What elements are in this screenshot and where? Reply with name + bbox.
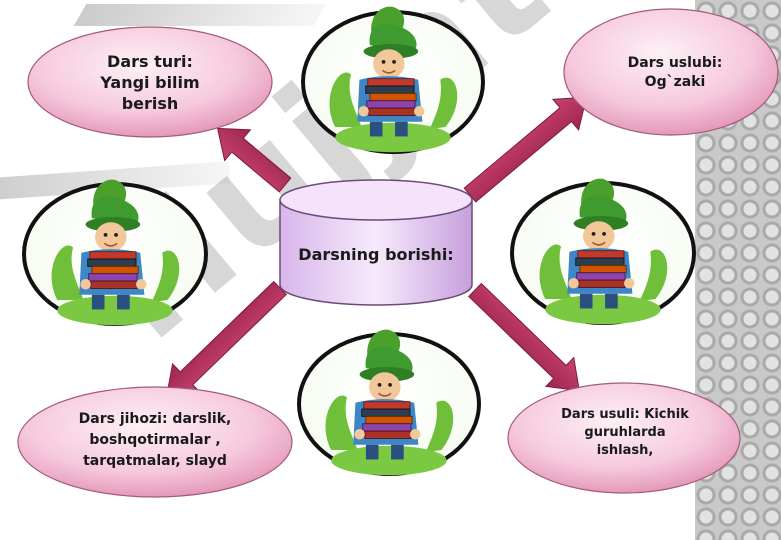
node-type-oval	[27, 26, 273, 138]
node-style-text: Dars uslubi: Og`zaki	[627, 55, 723, 90]
node-equipment-oval	[17, 386, 293, 498]
node-method-oval	[507, 382, 741, 494]
picture-left	[22, 178, 208, 326]
node-type-text: Dars turi: Yangi bilim berish	[100, 52, 200, 113]
node-method-label: Dars usuli: Kichik guruhlarda ishlash,	[530, 405, 720, 461]
arrow-to-method	[468, 282, 580, 392]
node-method-text: Dars usuli: Kichik guruhlarda ishlash,	[561, 407, 689, 458]
arrow-to-equipment	[165, 280, 287, 399]
center-title-label: Darsning borishi:	[280, 236, 472, 272]
picture-bottom	[297, 328, 481, 476]
picture-right	[510, 177, 696, 325]
center-title: Darsning borishi:	[298, 244, 454, 264]
picture-top	[301, 5, 485, 154]
arrow-to-type	[216, 127, 292, 193]
node-style-label: Dars uslubi: Og`zaki	[595, 48, 755, 98]
node-equipment-text: Dars jihozi: darslik, boshqotirmalar , t…	[78, 410, 232, 469]
node-equipment-label: Dars jihozi: darslik, boshqotirmalar , t…	[30, 405, 280, 475]
arrow-to-style	[463, 96, 588, 203]
center-cylinder	[279, 179, 473, 306]
node-type-label: Dars turi: Yangi bilim berish	[45, 45, 255, 120]
node-style-oval	[563, 8, 779, 136]
